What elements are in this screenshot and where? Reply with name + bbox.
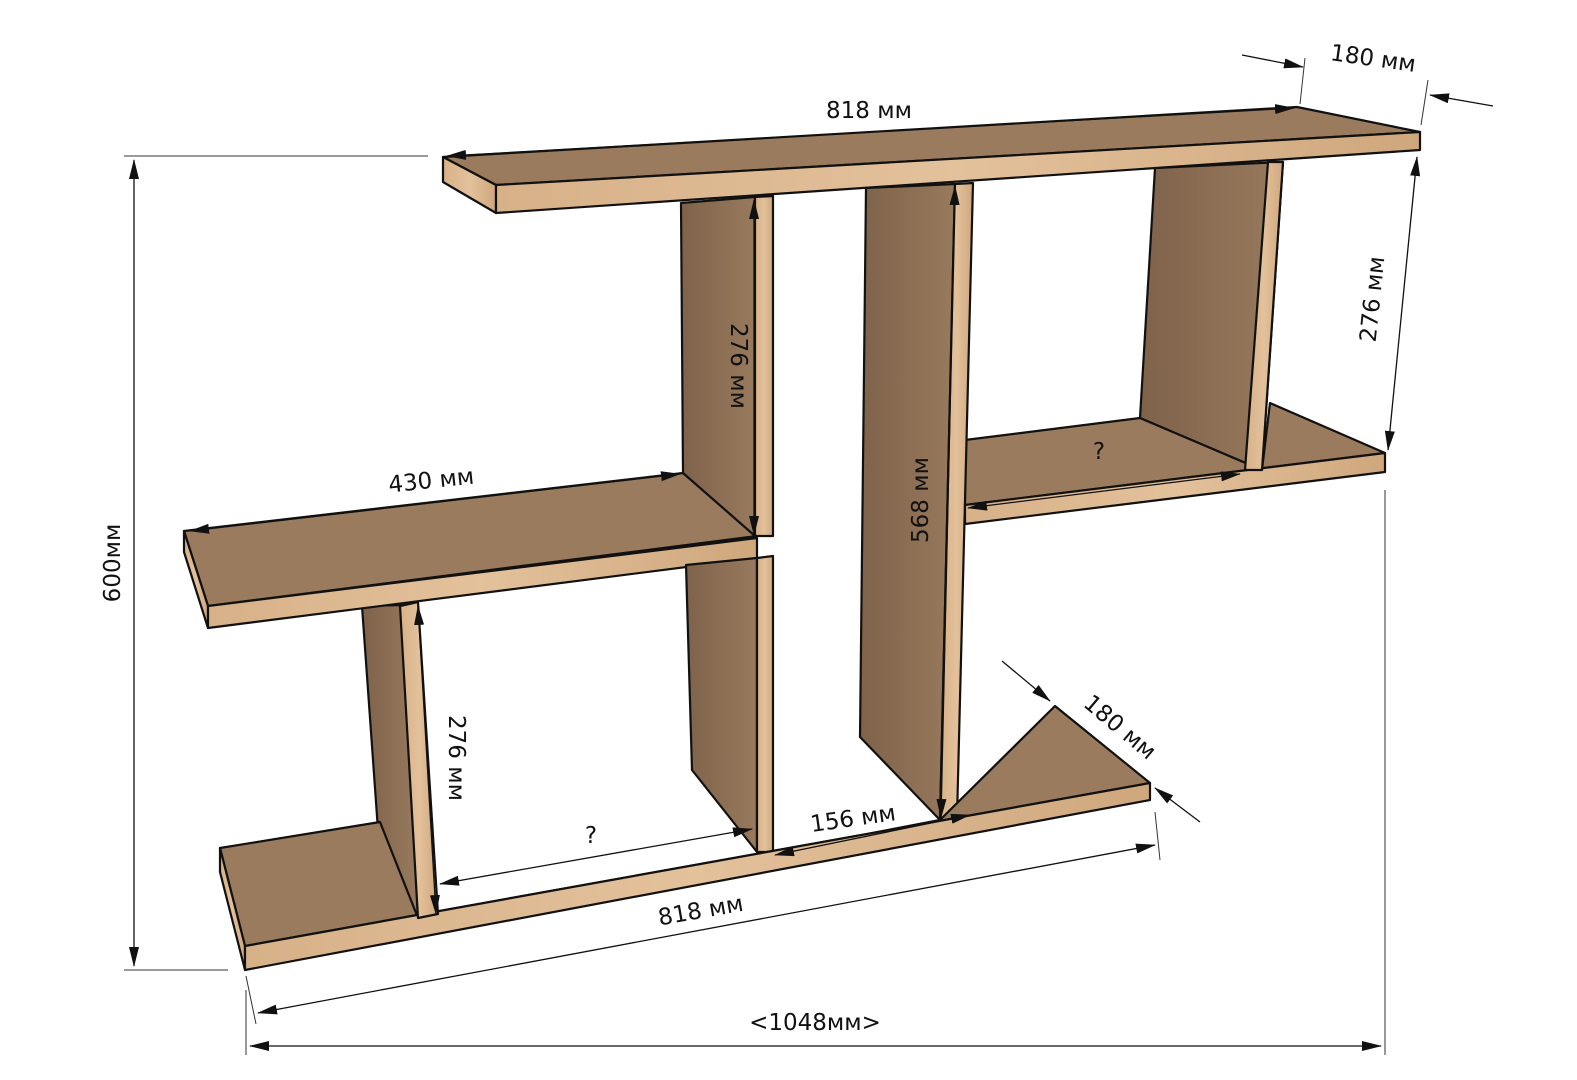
- right-upper-height-label: 276 мм: [1356, 255, 1391, 343]
- right-divider-edge: [1243, 160, 1285, 472]
- tall-height-line: [936, 185, 960, 819]
- top-depth-label: 180 мм: [1329, 40, 1418, 78]
- shelf: [182, 105, 1422, 972]
- bottom-left-height-label: 276 мм: [443, 715, 469, 801]
- top-length-label: 818 мм: [826, 98, 912, 124]
- tall-height-label: 568 мм: [908, 457, 934, 543]
- bottom-depth-line-bottom: [1154, 787, 1201, 823]
- top-length-dimension-line: [446, 104, 1295, 160]
- overall-width-label: <1048мм>: [749, 1010, 881, 1036]
- right-shelf-gap-label: ?: [1093, 439, 1105, 465]
- overall-height-label: 600мм: [100, 524, 126, 603]
- bottom-length-ext-left: [245, 975, 257, 1025]
- center-left-panel-upper-edge: [753, 194, 775, 538]
- middle-length-label: 430 мм: [387, 464, 475, 499]
- right-shelf-gap-line: [967, 471, 1241, 511]
- bottom-length-label: 818 мм: [656, 891, 745, 932]
- bottom-depth-line-top: [1001, 660, 1051, 702]
- center-left-panel-lower: [684, 556, 759, 854]
- bottom-length-ext-right: [1154, 811, 1161, 861]
- center-left-height-label: 276 мм: [725, 323, 751, 409]
- top-depth-dim-right: [1429, 93, 1494, 107]
- top-depth-ext-right: [1420, 79, 1429, 126]
- center-left-panel-lower-edge: [755, 554, 775, 854]
- middle-length-line: [189, 471, 681, 534]
- top-depth-dim-left: [1241, 54, 1304, 69]
- top-depth-ext-left: [1299, 57, 1306, 105]
- right-upper-height-line: [1384, 156, 1421, 451]
- bottom-length-line: [257, 843, 1156, 1015]
- bottom-left-gap-label: ?: [585, 823, 597, 849]
